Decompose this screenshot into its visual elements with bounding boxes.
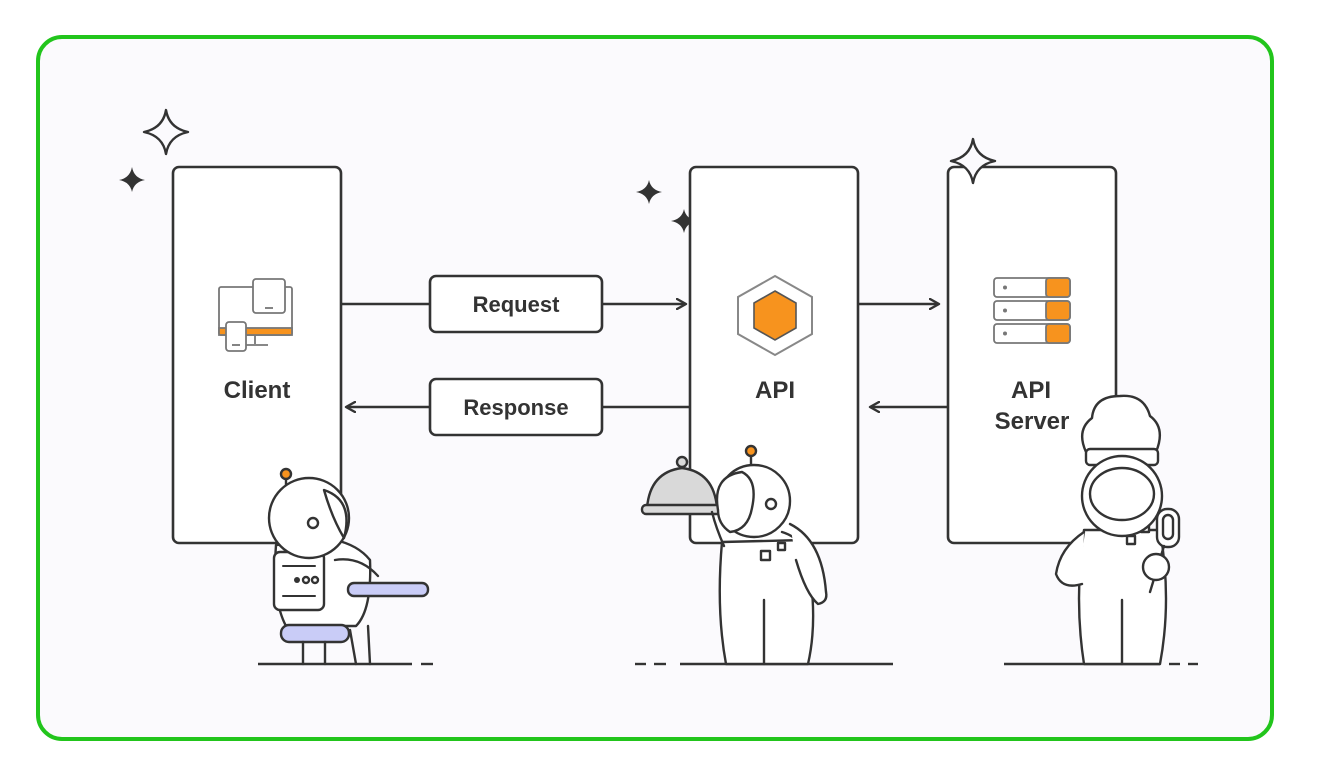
sparkle-icon bbox=[142, 108, 190, 156]
request-label: Request bbox=[473, 292, 560, 317]
api-server-box bbox=[946, 165, 1118, 545]
sparkle-icon bbox=[636, 180, 697, 233]
sparkle-icon bbox=[949, 137, 997, 185]
client-box bbox=[171, 165, 343, 545]
sparkle-icon bbox=[119, 167, 145, 192]
astronaut-waiter-illustration bbox=[640, 444, 828, 666]
devices-icon bbox=[218, 278, 293, 352]
api-server-label-line1: API bbox=[1011, 377, 1051, 404]
api-server-label-line2: Server bbox=[995, 408, 1070, 435]
api-label: API bbox=[755, 377, 795, 404]
response-label: Response bbox=[463, 395, 568, 420]
server-rack-icon bbox=[993, 277, 1071, 344]
api-hexagon-icon bbox=[737, 274, 813, 357]
astronaut-client-illustration bbox=[267, 467, 430, 666]
response-pill bbox=[428, 377, 604, 437]
client-label: Client bbox=[224, 377, 291, 404]
request-pill bbox=[428, 274, 604, 334]
astronaut-chef-illustration bbox=[1054, 394, 1181, 666]
